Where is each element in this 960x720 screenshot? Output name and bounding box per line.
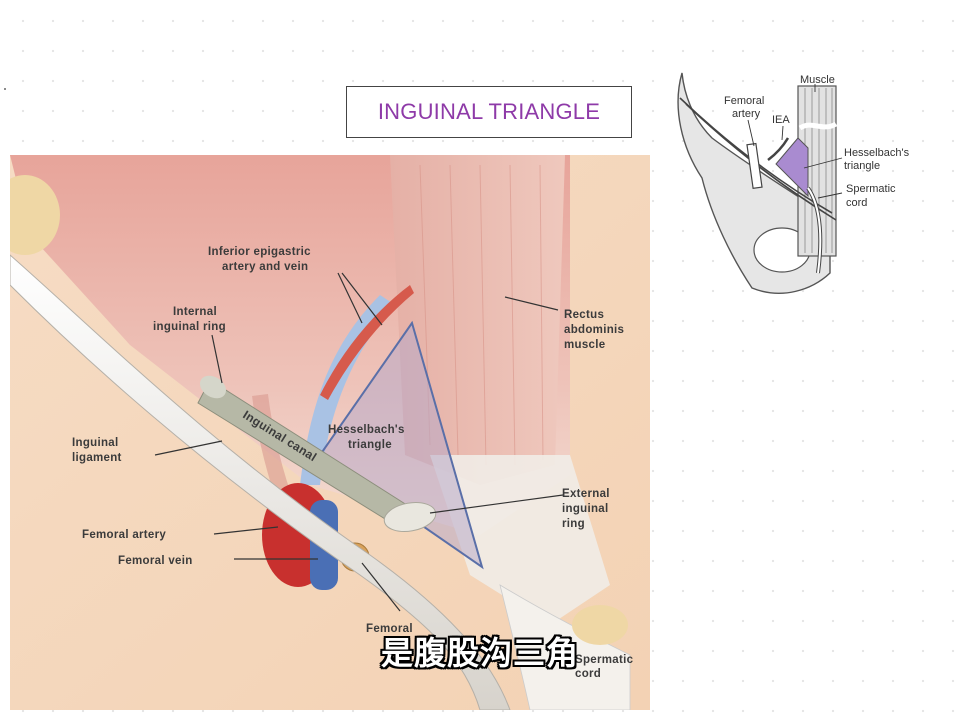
inset-hesselbach-triangle xyxy=(775,137,809,198)
inset-label-spermatic-2: cord xyxy=(846,197,867,209)
inset-leaders xyxy=(747,84,843,199)
stray-dot xyxy=(4,88,6,90)
label-hesselbach-1: Hesselbach's xyxy=(328,424,405,436)
inset-label-iea: IEA xyxy=(772,114,790,126)
label-external-ring-2: inguinal xyxy=(562,503,608,515)
inset-label-muscle: Muscle xyxy=(800,74,835,86)
label-femoral: Femoral xyxy=(366,623,413,635)
label-rectus-2: abdominis xyxy=(564,324,624,336)
main-anatomy-figure: Inferior epigastric artery and vein Inte… xyxy=(10,155,650,710)
inset-label-hesselbach-2: triangle xyxy=(844,160,880,172)
label-spermatic-1: Spermatic xyxy=(575,654,634,666)
tendinous-intersection xyxy=(798,121,838,131)
inset-spermatic-cord-inner xyxy=(807,187,822,274)
label-femoral-vein: Femoral vein xyxy=(118,555,193,567)
label-rectus-1: Rectus xyxy=(564,309,604,321)
internal-ring-opening xyxy=(199,375,227,399)
inset-femoral-artery xyxy=(746,142,763,190)
label-internal-ring-2: inguinal ring xyxy=(153,321,226,333)
label-external-ring-1: External xyxy=(562,488,610,500)
inset-label-femoral-1: Femoral xyxy=(724,95,764,107)
label-rectus-3: muscle xyxy=(564,339,605,351)
label-spermatic-2: cord xyxy=(575,668,601,680)
page-title: INGUINAL TRIANGLE xyxy=(377,99,601,124)
inset-iea xyxy=(767,137,790,161)
inset-label-hesselbach-1: Hesselbach's xyxy=(844,147,910,159)
inferior-epigastric-vein xyxy=(300,295,395,485)
inguinal-ligament xyxy=(10,254,511,710)
label-femoral-artery: Femoral artery xyxy=(82,529,166,541)
label-hesselbach-2: triangle xyxy=(348,439,392,451)
pubic-tubercle xyxy=(572,605,628,645)
label-external-ring-3: ring xyxy=(562,518,585,530)
title-box: INGUINAL TRIANGLE xyxy=(346,86,632,138)
label-internal-ring-1: Internal xyxy=(173,306,217,318)
leader-lines xyxy=(154,272,564,612)
video-subtitle: 是腹股沟三角 xyxy=(380,634,579,672)
inset-diagram: Muscle Femoral artery IEA Hesselbach's t… xyxy=(677,72,910,294)
label-inferior-epigastric-1: Inferior epigastric xyxy=(208,246,311,258)
aponeurosis xyxy=(430,455,610,625)
label-inferior-epigastric-2: artery and vein xyxy=(222,261,308,273)
inset-label-femoral-2: artery xyxy=(732,108,761,120)
inset-label-spermatic-1: Spermatic xyxy=(846,183,896,195)
iliac-spine xyxy=(10,175,60,255)
label-inguinal-ligament-2: ligament xyxy=(72,452,122,464)
label-inguinal-ligament-1: Inguinal xyxy=(72,437,118,449)
inferior-epigastric-artery xyxy=(320,285,414,400)
spermatic-cord xyxy=(499,584,631,710)
